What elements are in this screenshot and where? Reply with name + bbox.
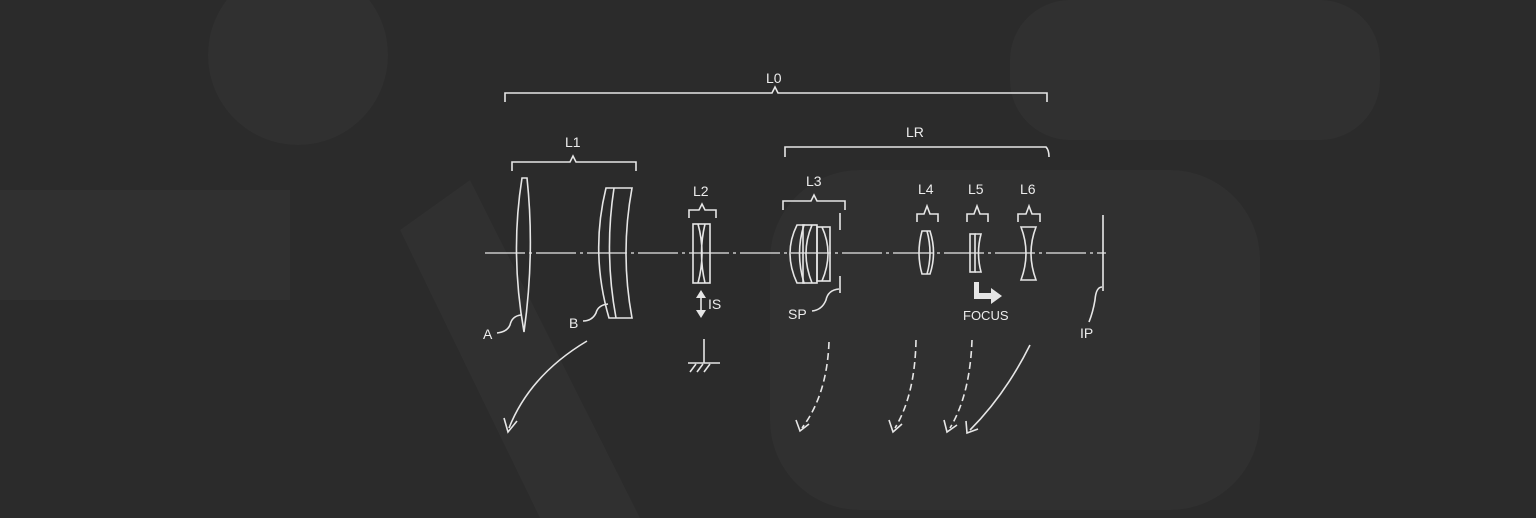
label-B: B xyxy=(569,315,578,331)
label-L6: L6 xyxy=(1020,181,1036,197)
label-IS: IS xyxy=(708,296,721,312)
movement-arrow-L5 xyxy=(943,339,973,434)
leader-IP xyxy=(1088,286,1103,323)
ground-symbol-icon xyxy=(688,339,720,373)
lens-L2 xyxy=(692,223,711,284)
label-FOCUS: FOCUS xyxy=(963,308,1009,323)
lens-A xyxy=(515,177,532,333)
watermark xyxy=(0,0,1380,518)
focus-arrow-icon xyxy=(974,282,1002,304)
label-LR: LR xyxy=(906,124,924,140)
bracket-L4 xyxy=(916,203,939,222)
label-L2: L2 xyxy=(693,183,709,199)
movement-arrow-L1 xyxy=(503,340,588,434)
is-double-arrow-icon xyxy=(696,290,706,318)
bracket-L0 xyxy=(504,85,1048,102)
label-IP: IP xyxy=(1080,325,1093,341)
label-L0: L0 xyxy=(766,70,782,86)
movement-arrow-L6 xyxy=(965,344,1031,435)
movement-arrow-L4 xyxy=(888,339,917,434)
lens-L6 xyxy=(1019,226,1038,281)
lens-L3 xyxy=(789,224,831,284)
label-L1: L1 xyxy=(565,134,581,150)
bracket-L1 xyxy=(511,154,637,171)
bracket-L3 xyxy=(782,193,846,210)
movement-arrow-L3 xyxy=(795,341,830,433)
leader-SP xyxy=(811,288,840,312)
bracket-L6 xyxy=(1017,203,1041,222)
leader-B xyxy=(582,303,609,322)
label-L5: L5 xyxy=(968,181,984,197)
lens-B xyxy=(597,187,633,319)
lens-L4 xyxy=(918,230,935,275)
label-SP: SP xyxy=(788,306,807,322)
bracket-L2 xyxy=(688,202,717,218)
label-L4: L4 xyxy=(918,181,934,197)
bracket-LR xyxy=(784,146,1050,158)
label-L3: L3 xyxy=(806,173,822,189)
bracket-L5 xyxy=(966,203,989,222)
lens-L5 xyxy=(969,233,983,273)
label-A: A xyxy=(483,326,493,342)
leader-A xyxy=(496,314,522,334)
